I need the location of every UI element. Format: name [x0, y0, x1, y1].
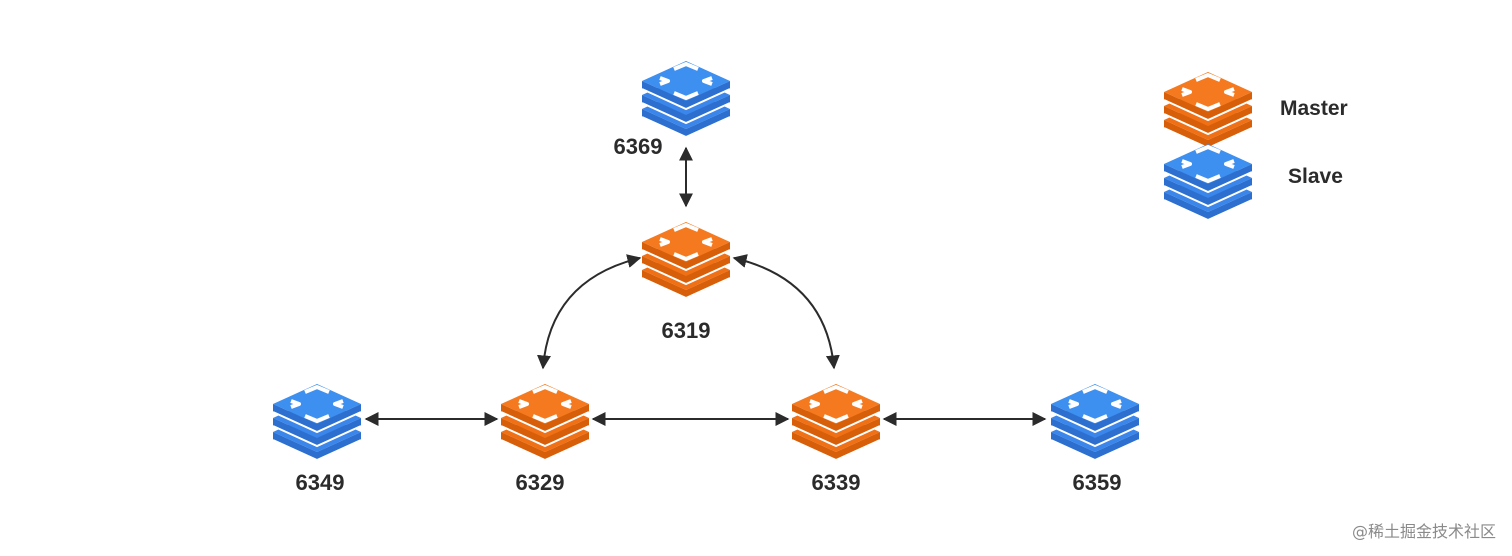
- redis-slave-icon-6349: [272, 384, 362, 462]
- watermark: @稀土掘金技术社区: [1351, 522, 1496, 541]
- edge-6319-6339: [732, 254, 840, 370]
- legend-master-label: Master: [1280, 97, 1348, 120]
- legend-slave-icon: [1163, 144, 1253, 222]
- nodes-layer: [272, 61, 1140, 462]
- node-label-6359: 6359: [1072, 470, 1122, 495]
- edge-6319-6329: [537, 254, 642, 370]
- legend-slave-label: Slave: [1288, 165, 1343, 188]
- redis-master-icon-6319: [641, 222, 731, 300]
- edges-layer: [364, 146, 1047, 426]
- node-label-6369: 6369: [613, 134, 663, 159]
- node-label-6349: 6349: [295, 470, 345, 495]
- node-label-6339: 6339: [811, 470, 861, 495]
- node-label-6319: 6319: [661, 318, 711, 343]
- redis-slave-icon-6359: [1050, 384, 1140, 462]
- redis-master-icon-6339: [791, 384, 881, 462]
- node-label-6329: 6329: [515, 470, 565, 495]
- redis-slave-icon-6369: [641, 61, 731, 139]
- legend-master-icon: [1163, 72, 1253, 150]
- redis-master-icon-6329: [500, 384, 590, 462]
- legend-icons: [1163, 72, 1253, 222]
